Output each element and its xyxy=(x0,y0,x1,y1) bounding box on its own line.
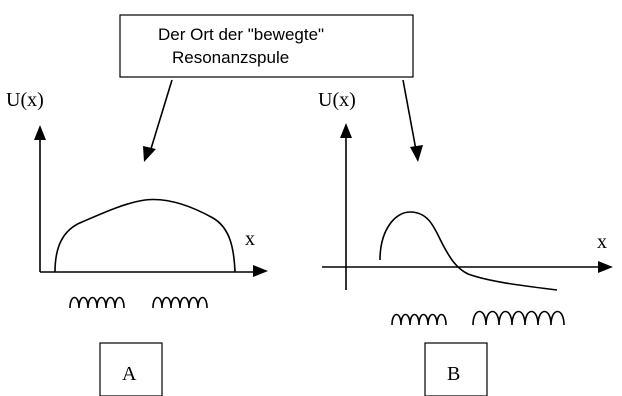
diagram-a: U(x) x A xyxy=(6,89,268,396)
y-axis-label-a: U(x) xyxy=(6,89,44,111)
diagram-b: U(x) x B xyxy=(318,89,613,396)
y-axis-label-b: U(x) xyxy=(318,89,356,111)
y-axis-arrow-icon xyxy=(340,123,352,138)
arrowhead-icon xyxy=(143,146,156,162)
label-box-a xyxy=(99,342,163,396)
label-b: B xyxy=(447,363,460,385)
potential-curve-b xyxy=(379,211,558,291)
callout-line1: Der Ort der "bewegte" xyxy=(158,25,324,44)
callout-arrow-b xyxy=(402,79,423,162)
x-axis-label-b: x xyxy=(597,231,607,253)
coil-a-right xyxy=(152,296,208,309)
callout-box xyxy=(119,14,414,78)
coil-b-right xyxy=(472,310,565,326)
label-box-b xyxy=(424,342,488,396)
callout: Der Ort der "bewegte" Resonanzspule xyxy=(119,14,414,78)
coil-b-left xyxy=(391,313,447,326)
x-axis-label-a: x xyxy=(245,228,255,250)
label-a: A xyxy=(122,363,137,385)
arrowhead-icon xyxy=(410,145,423,162)
coil-a-left xyxy=(69,296,125,309)
potential-curve-a xyxy=(54,198,236,273)
y-axis-arrow-icon xyxy=(34,125,46,140)
callout-line2: Resonanzspule xyxy=(172,48,289,67)
x-axis-arrow-icon xyxy=(598,261,613,273)
x-axis-arrow-icon xyxy=(253,265,268,277)
callout-arrow-a xyxy=(143,79,173,162)
